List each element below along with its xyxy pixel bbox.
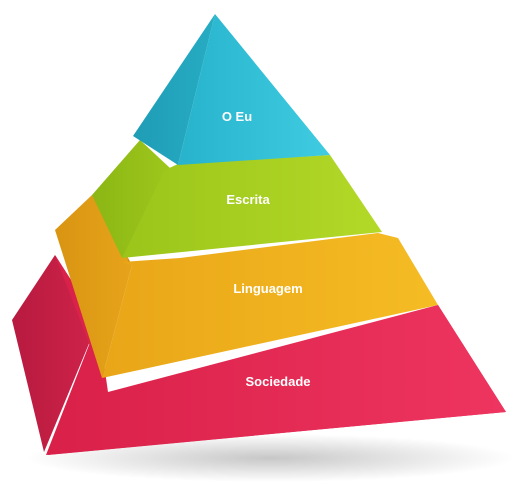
level-o-eu-front-face (178, 14, 330, 165)
level-linguagem-label: Linguagem (233, 281, 302, 296)
level-linguagem-front-face (102, 233, 438, 378)
pyramid-shadow (25, 434, 515, 482)
level-escrita: Escrita (92, 140, 382, 258)
level-escrita-label: Escrita (226, 192, 270, 207)
level-sociedade-front-main (46, 305, 506, 455)
level-o-eu-left-face (133, 14, 215, 165)
level-sociedade: Sociedade (12, 255, 506, 455)
level-escrita-left-face (92, 140, 170, 258)
level-escrita-front-face (122, 155, 382, 258)
level-sociedade-label: Sociedade (245, 374, 310, 389)
level-linguagem-left-face (55, 195, 132, 378)
level-o-eu-label: O Eu (222, 109, 252, 124)
level-o-eu: O Eu (133, 14, 330, 165)
